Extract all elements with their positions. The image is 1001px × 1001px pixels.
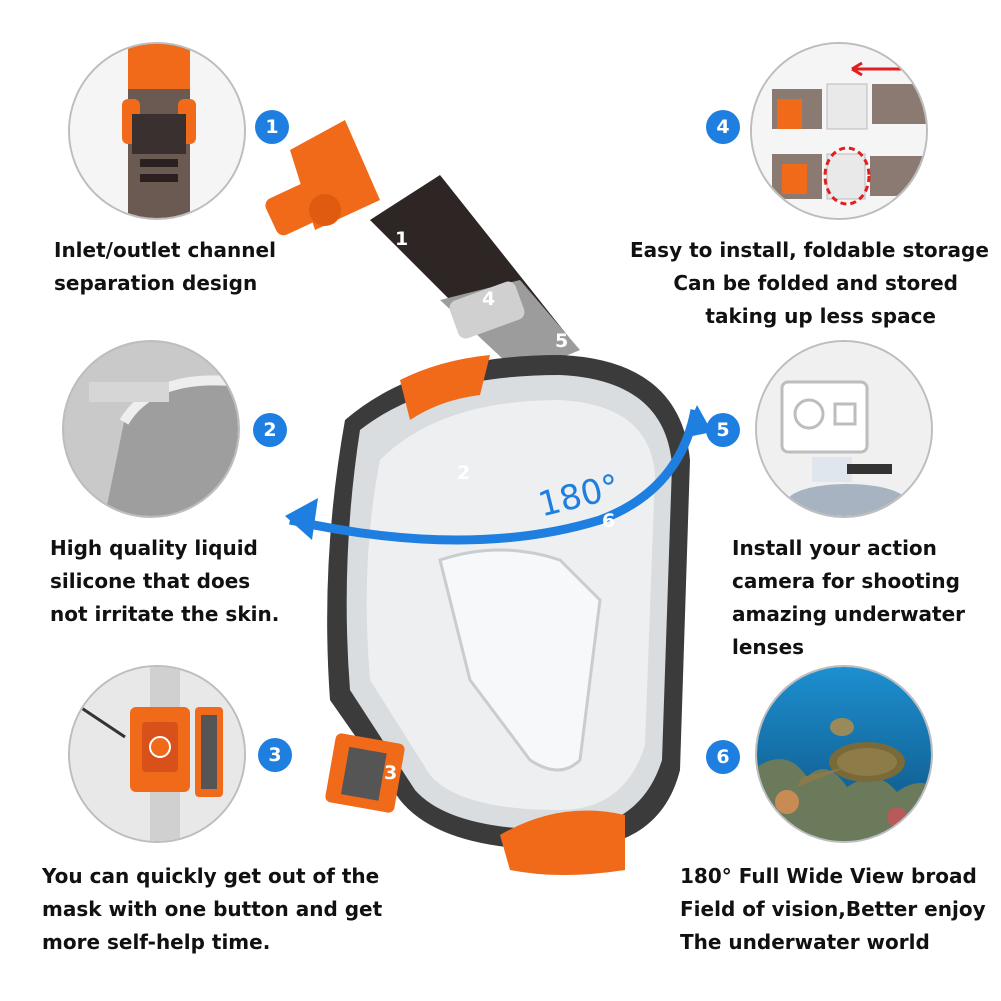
detail-circle-silicone	[62, 340, 240, 518]
camera-mount-illustration	[757, 342, 931, 516]
caption-2: High quality liquid silicone that does n…	[50, 536, 280, 626]
silicone-skirt-illustration	[64, 342, 238, 516]
badge-5: 5	[706, 413, 740, 447]
snorkel-top-illustration	[70, 44, 244, 218]
caption-4: Easy to install, foldable storage Can be…	[630, 238, 989, 328]
sea-turtle-illustration	[757, 667, 931, 841]
caption-3: You can quickly get out of the mask with…	[42, 864, 383, 954]
quick-release-illustration	[70, 667, 244, 841]
detail-circle-foldable	[750, 42, 928, 220]
mask-part-label-2: 2	[457, 462, 471, 484]
detail-circle-quick-release	[68, 665, 246, 843]
mask-part-label-1: 1	[395, 228, 409, 250]
detail-circle-sea-turtle	[755, 665, 933, 843]
caption-6: 180° Full Wide View broad Field of visio…	[680, 864, 986, 954]
caption-5: Install your action camera for shooting …	[732, 536, 966, 659]
view-angle-arrowhead-left	[285, 498, 318, 540]
detail-circle-camera-mount	[755, 340, 933, 518]
mask-part-label-4: 4	[482, 288, 496, 310]
mask-part-label-5: 5	[555, 330, 569, 352]
badge-6: 6	[706, 740, 740, 774]
badge-3: 3	[258, 738, 292, 772]
badge-1: 1	[255, 110, 289, 144]
mask-part-label-6: 6	[602, 510, 616, 532]
mask-part-label-3: 3	[384, 762, 398, 784]
view-angle-arc	[289, 409, 700, 545]
badge-2: 2	[253, 413, 287, 447]
view-angle-arrowhead-right	[683, 405, 712, 438]
caption-1: Inlet/outlet channel separation design	[54, 238, 276, 295]
snorkel-mask-product	[265, 120, 712, 875]
detail-circle-snorkel-top	[68, 42, 246, 220]
foldable-illustration	[752, 44, 926, 218]
badge-4: 4	[706, 110, 740, 144]
